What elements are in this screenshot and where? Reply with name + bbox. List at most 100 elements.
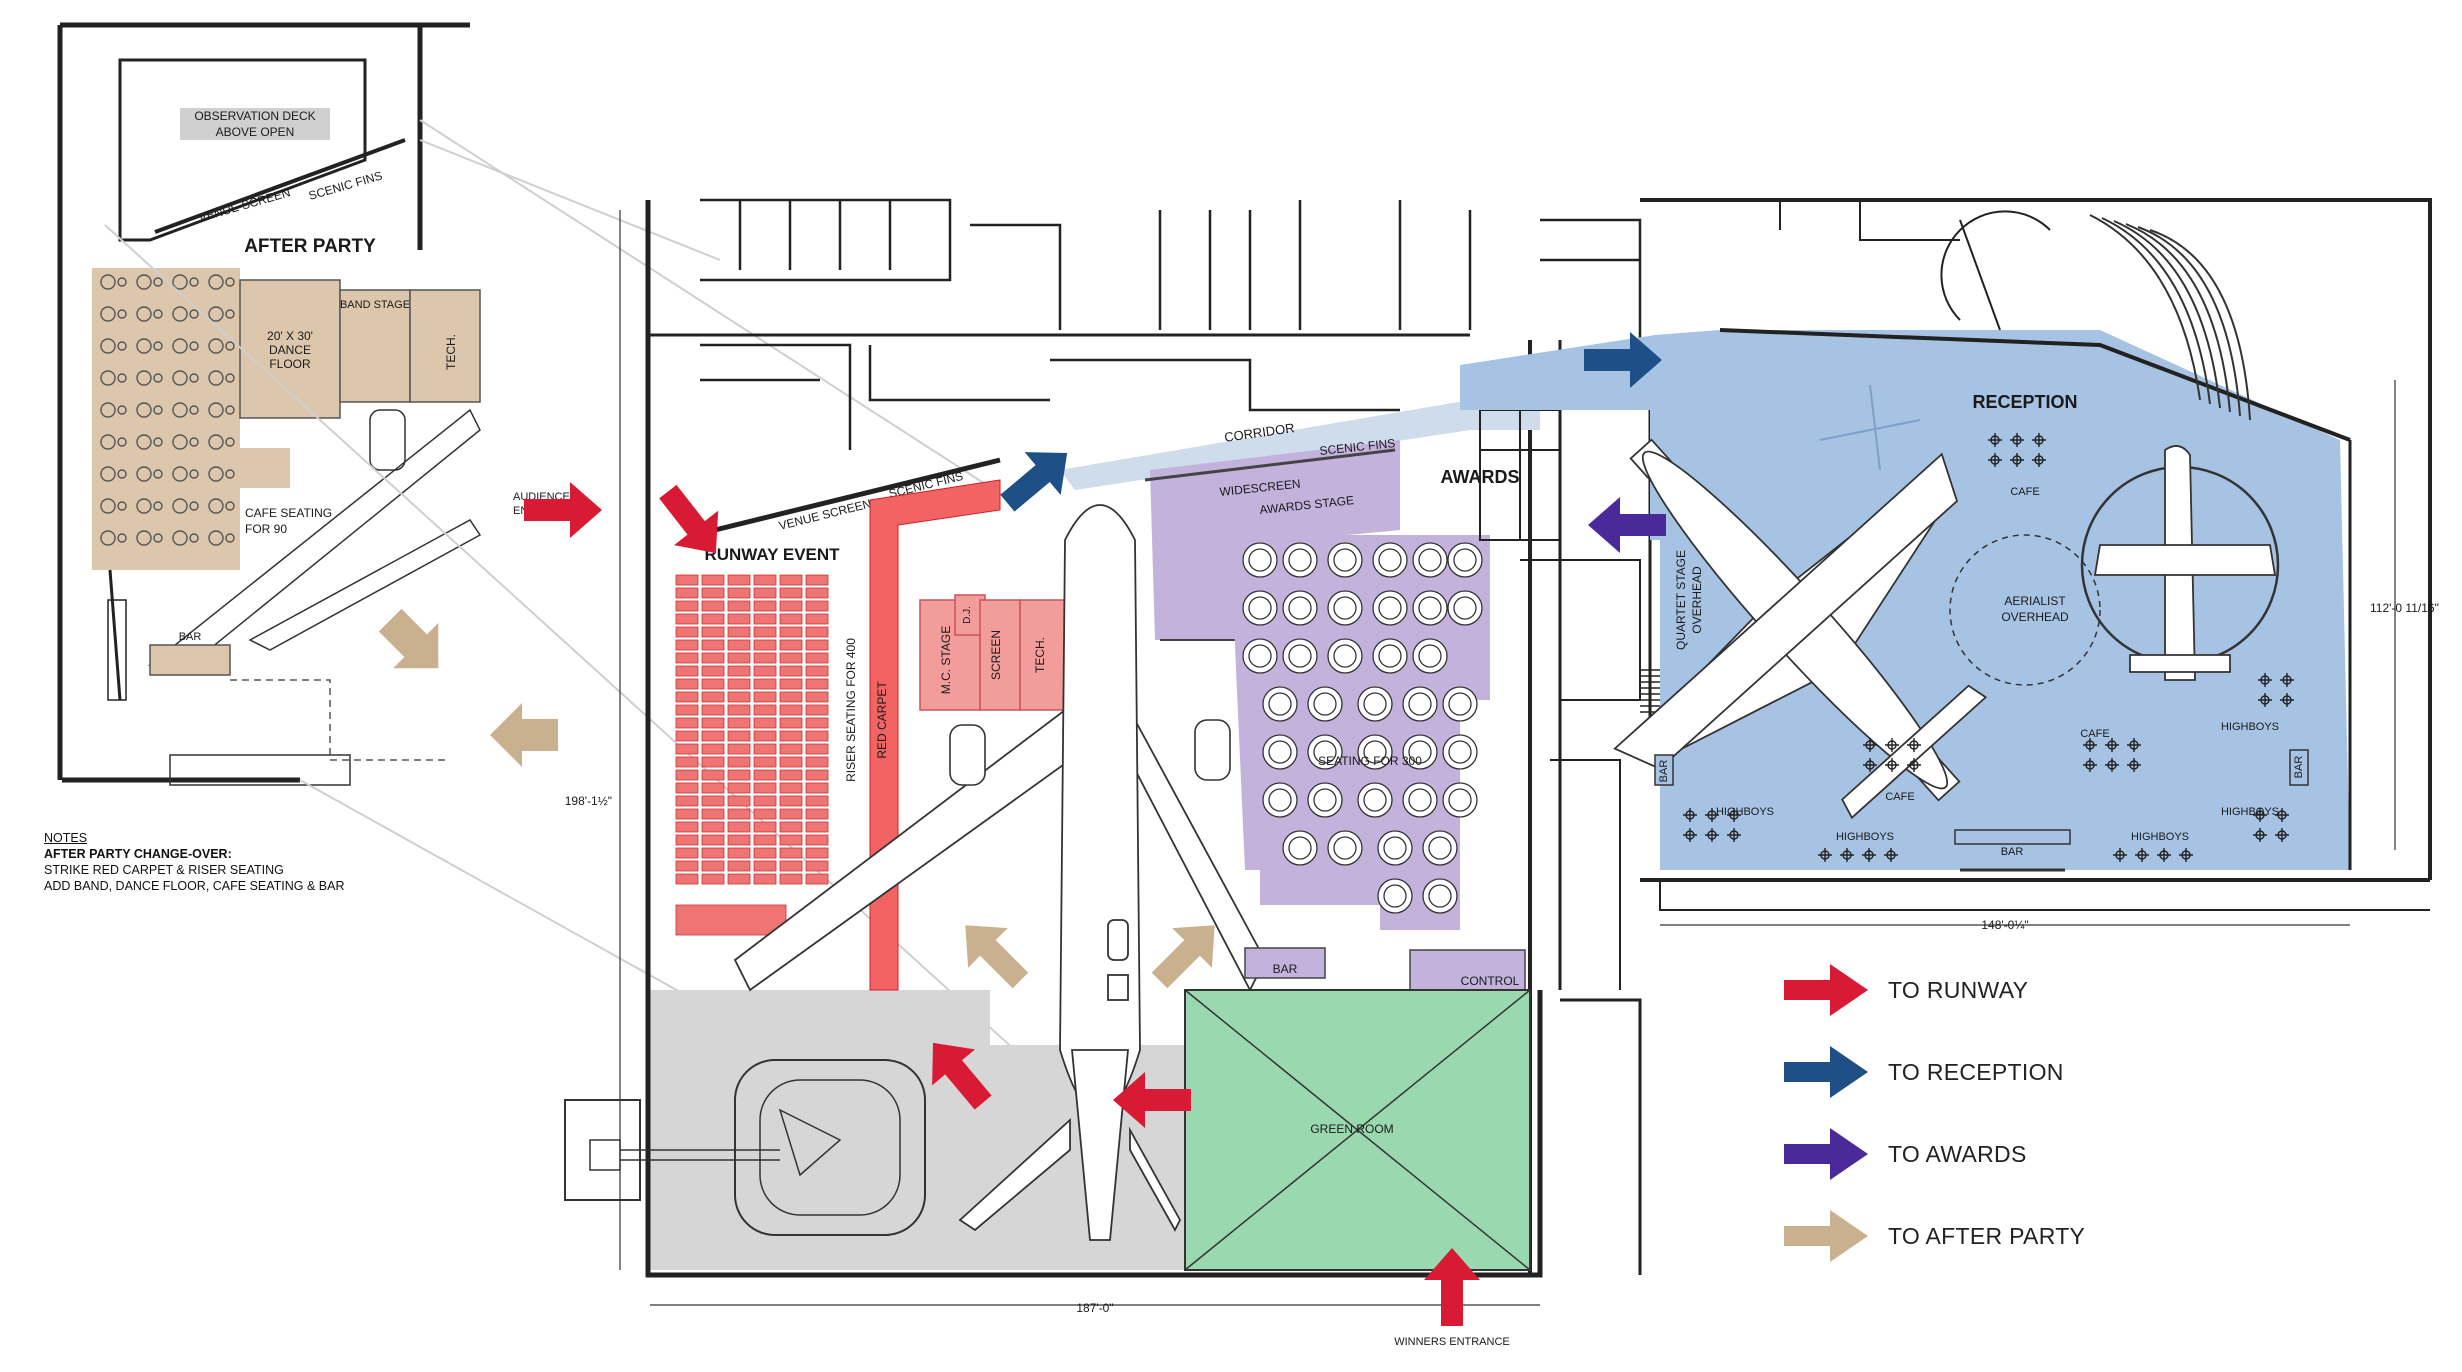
tech-booth-after-party [409, 289, 481, 403]
round-table-top [1408, 740, 1432, 764]
riser-seat [727, 873, 751, 885]
riser-seat [805, 639, 829, 651]
riser-seat [727, 626, 751, 638]
cafe-table [208, 402, 224, 418]
riser-seat [675, 847, 699, 859]
aerialist-sublabel: OVERHEAD [2001, 610, 2069, 624]
arrow-runway-5 [1424, 1248, 1480, 1326]
riser-seat [727, 847, 751, 859]
tech-label: TECH. [1033, 637, 1047, 673]
after-party-inset: OBSERVATION DECK ABOVE OPEN VENUE SCREEN… [57, 22, 558, 786]
venue-screen-label-inset: VENUE SCREEN [197, 185, 292, 225]
cafe-table [208, 466, 224, 482]
arrow-runway-2 [659, 484, 719, 554]
riser-seat [779, 678, 803, 690]
highboy-table-top [2034, 455, 2044, 465]
riser-seat [779, 652, 803, 664]
highboy-table-top [2107, 740, 2117, 750]
round-table-top [1408, 692, 1432, 716]
round-table-top [1313, 692, 1337, 716]
cafe-chair [117, 533, 127, 543]
riser-seat [675, 691, 699, 703]
riser-seat [779, 769, 803, 781]
highboy-table-top [2282, 675, 2292, 685]
highboy-table-top [2260, 675, 2270, 685]
riser-seat [701, 873, 725, 885]
reception-title: RECEPTION [1972, 392, 2077, 412]
height-main-dimension: 198'-1½" [565, 794, 612, 808]
arrow-runway-3 [932, 1042, 992, 1110]
highboy-table-top [2107, 760, 2117, 770]
riser-seat [701, 613, 725, 625]
riser-seat [805, 626, 829, 638]
riser-seat [779, 873, 803, 885]
riser-seat [805, 652, 829, 664]
riser-seat [675, 808, 699, 820]
cafe-table [136, 402, 152, 418]
cafe-table [172, 370, 188, 386]
observation-deck-sublabel: ABOVE OPEN [216, 125, 295, 139]
highboy-table-top [1887, 740, 1897, 750]
cafe-table [100, 274, 116, 290]
riser-seat [701, 717, 725, 729]
observation-deck-box [180, 108, 330, 140]
dance-floor [239, 279, 341, 419]
riser-seat [805, 873, 829, 885]
riser-seat [805, 743, 829, 755]
riser-seat [675, 717, 699, 729]
cafe-chair [153, 533, 163, 543]
riser-seat [753, 860, 777, 872]
highboy-table-top [1865, 760, 1875, 770]
riser-seat [701, 704, 725, 716]
legend-label-after-party: TO AFTER PARTY [1888, 1222, 2086, 1249]
riser-seat [753, 808, 777, 820]
riser-seat [779, 613, 803, 625]
round-table-top [1313, 788, 1337, 812]
round-table-top [1268, 740, 1292, 764]
riser-seat [753, 769, 777, 781]
riser-seat [701, 860, 725, 872]
riser-seat [727, 730, 751, 742]
cafe-table [100, 370, 116, 386]
dance-floor-label-1: 20' X 30' [267, 329, 313, 343]
riser-seat [805, 847, 829, 859]
round-table-top [1418, 644, 1442, 668]
riser-seat [727, 717, 751, 729]
riser-seat [675, 600, 699, 612]
riser-seat [675, 821, 699, 833]
riser-seat [727, 756, 751, 768]
arrow-icon [1784, 1046, 1868, 1098]
notes-heading: NOTES [44, 831, 88, 845]
cafe-chair [225, 437, 235, 447]
cafe-table [136, 306, 152, 322]
riser-seat [805, 860, 829, 872]
dance-floor-label-3: FLOOR [269, 357, 311, 371]
cafe-chair [117, 373, 127, 383]
riser-seat [753, 691, 777, 703]
riser-seat [701, 795, 725, 807]
riser-seat [727, 743, 751, 755]
riser-seat [701, 756, 725, 768]
cafe-chair [225, 277, 235, 287]
cafe-table [100, 530, 116, 546]
riser-seat [753, 782, 777, 794]
highboys-right-mid-label: HIGHBOYS [2131, 831, 2189, 843]
arrow-runway-1 [524, 482, 602, 538]
cafe-table [136, 498, 152, 514]
riser-seat [805, 665, 829, 677]
highboy-table-top [1865, 740, 1875, 750]
cafe-chair [189, 469, 199, 479]
round-table-top [1448, 788, 1472, 812]
notes-block: NOTES AFTER PARTY CHANGE-OVER: STRIKE RE… [44, 830, 564, 894]
width-reception-dimension: 148'-0¼" [1981, 918, 2028, 932]
riser-seat [675, 678, 699, 690]
display-plane [2093, 445, 2277, 681]
highboy-table-top [2255, 810, 2265, 820]
riser-seat [675, 652, 699, 664]
riser-seat [727, 782, 751, 794]
round-table-top [1288, 548, 1312, 572]
cafe-table [100, 338, 116, 354]
arrow-runway-4 [1113, 1072, 1191, 1128]
riser-seat [727, 613, 751, 625]
riser-seat [805, 795, 829, 807]
